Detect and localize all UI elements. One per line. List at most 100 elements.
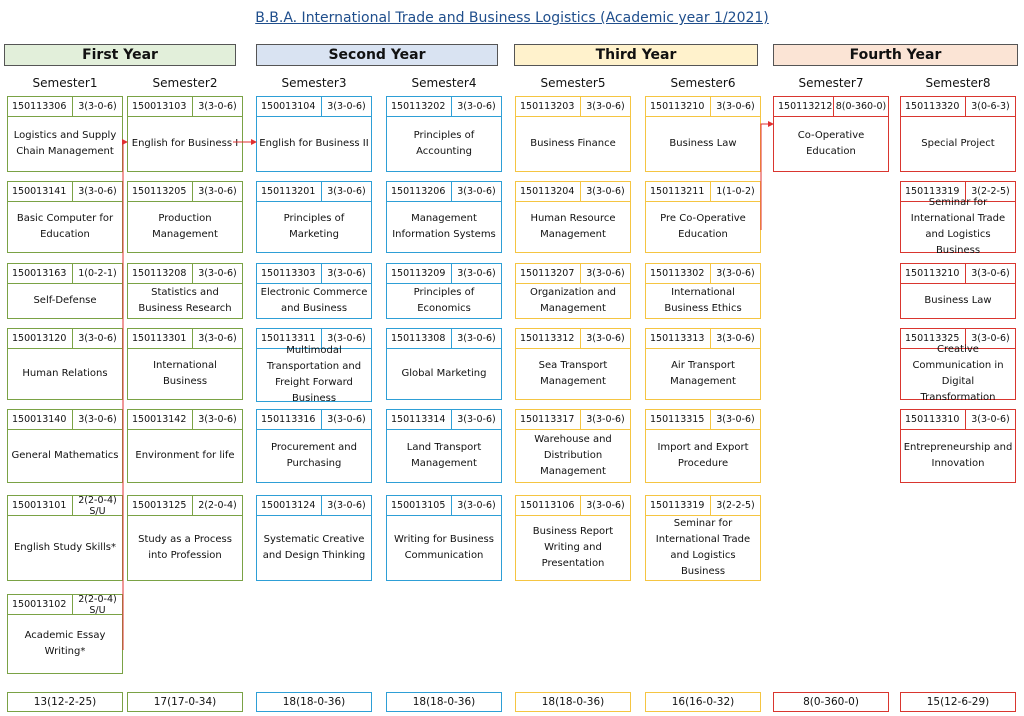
course-credit: 3(3-0-6) <box>716 414 755 425</box>
course-credit: 3(3-0-6) <box>586 500 625 511</box>
course-name: Business Report Writing and Presentation <box>532 526 614 569</box>
course-code: 150113314 <box>387 410 452 429</box>
course-card[interactable]: 150113106 3(3-0-6) Business Report Writing… <box>515 495 631 581</box>
course-credit: 3(3-0-6) <box>327 414 366 425</box>
semester-header-7: Semester7 <box>798 76 864 90</box>
course-code: 150113319 <box>646 496 711 515</box>
course-code: 150113212 <box>774 97 834 116</box>
course-credit: 2(2-0-4) <box>198 500 237 511</box>
course-card[interactable]: 150013105 3(3-0-6) Writing for Business Co… <box>386 495 502 581</box>
course-credit: 3(3-0-6) <box>716 101 755 112</box>
course-name: Writing for Business Communication <box>394 534 494 561</box>
course-credit: 3(3-0-6) <box>457 101 496 112</box>
course-code: 150113320 <box>901 97 966 116</box>
course-credit: 3(3-0-6) <box>78 333 117 344</box>
course-name: Study as a Process into Profession <box>138 534 232 561</box>
semester-header-4: Semester4 <box>411 76 477 90</box>
course-code: 150013105 <box>387 496 452 515</box>
course-code: 150113106 <box>516 496 581 515</box>
course-credit: 3(3-0-6) <box>457 500 496 511</box>
course-header: 150113106 3(3-0-6) <box>516 496 630 516</box>
course-code: 150013104 <box>257 97 322 116</box>
course-header: 150013105 3(3-0-6) <box>387 496 501 516</box>
year-header-2: Second Year <box>256 44 498 66</box>
course-credit: 3(3-0-6) <box>586 186 625 197</box>
semester-header-2: Semester2 <box>152 76 218 90</box>
course-name: Creative Communication in Digital Transf… <box>912 344 1004 403</box>
course-name: Principles of Marketing <box>283 213 345 240</box>
course-credit: 3(3-0-6) <box>971 333 1010 344</box>
semester-header-1: Semester1 <box>32 76 98 90</box>
course-name: Systematic Creative and Design Thinking <box>262 534 366 561</box>
year-header-1: First Year <box>4 44 236 66</box>
course-credit: 3(3-0-6) <box>586 333 625 344</box>
course-code: 150113207 <box>516 264 581 283</box>
course-name: Seminar for International Trade and Logi… <box>910 197 1006 256</box>
course-name: Organization and Management <box>530 287 616 314</box>
page-title: B.B.A. International Trade and Business … <box>255 10 769 26</box>
course-credit: 3(3-0-6) <box>716 333 755 344</box>
course-code: 150113210 <box>646 97 711 116</box>
course-name: Business Law <box>924 295 992 306</box>
course-code: 150013103 <box>128 97 193 116</box>
course-credit: 3(3-0-6) <box>78 186 117 197</box>
semester-total-6: 16(16-0-32) <box>645 692 761 712</box>
course-credit: 3(3-0-6) <box>327 101 366 112</box>
course-name: Sea Transport Management <box>538 360 608 387</box>
course-name: International Business Ethics <box>664 287 742 314</box>
course-name: English for Business I <box>131 138 239 149</box>
